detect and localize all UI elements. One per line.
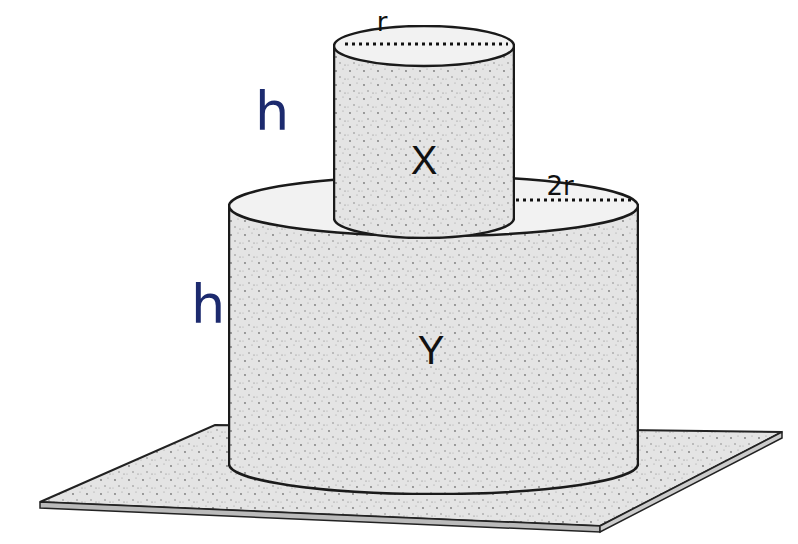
- cylinder-letter: X: [411, 140, 438, 180]
- cylinder: X: [333, 25, 515, 239]
- height-label: h: [191, 278, 225, 332]
- dimension-label: 2r: [546, 173, 573, 199]
- cylinder-letter: Y: [418, 330, 445, 370]
- height-label: h: [255, 85, 289, 139]
- cylinder-outline: [333, 25, 515, 239]
- dimension-label: r: [377, 9, 388, 35]
